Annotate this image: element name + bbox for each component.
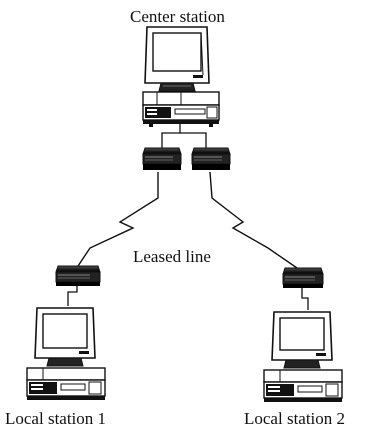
- cable-local1: [68, 285, 77, 306]
- cable-local2: [302, 287, 308, 310]
- modem-center-b: [192, 148, 230, 170]
- system-unit: [264, 370, 342, 402]
- cable-center-modem-a: [162, 124, 180, 148]
- monitor: [272, 312, 332, 368]
- center-to-modems-cables: [162, 124, 206, 148]
- leased-line-label: Leased line: [133, 248, 211, 265]
- monitor: [35, 308, 95, 366]
- local-station-2-label: Local station 2: [244, 410, 345, 427]
- center-station-label: Center station: [130, 8, 225, 25]
- modem-center-a: [143, 148, 181, 170]
- local-station-2-computer: [264, 312, 342, 402]
- cable-center-modem-b: [180, 133, 206, 148]
- local-station-1-computer: [27, 308, 105, 400]
- system-unit: [27, 368, 105, 400]
- local-station-1-label: Local station 1: [5, 410, 106, 427]
- modem-local-2: [283, 268, 323, 288]
- leased-line-right: [210, 172, 297, 268]
- monitor: [145, 27, 209, 91]
- modem-local-1: [56, 266, 100, 286]
- system-unit: [143, 92, 219, 127]
- center-station-computer: [143, 27, 219, 127]
